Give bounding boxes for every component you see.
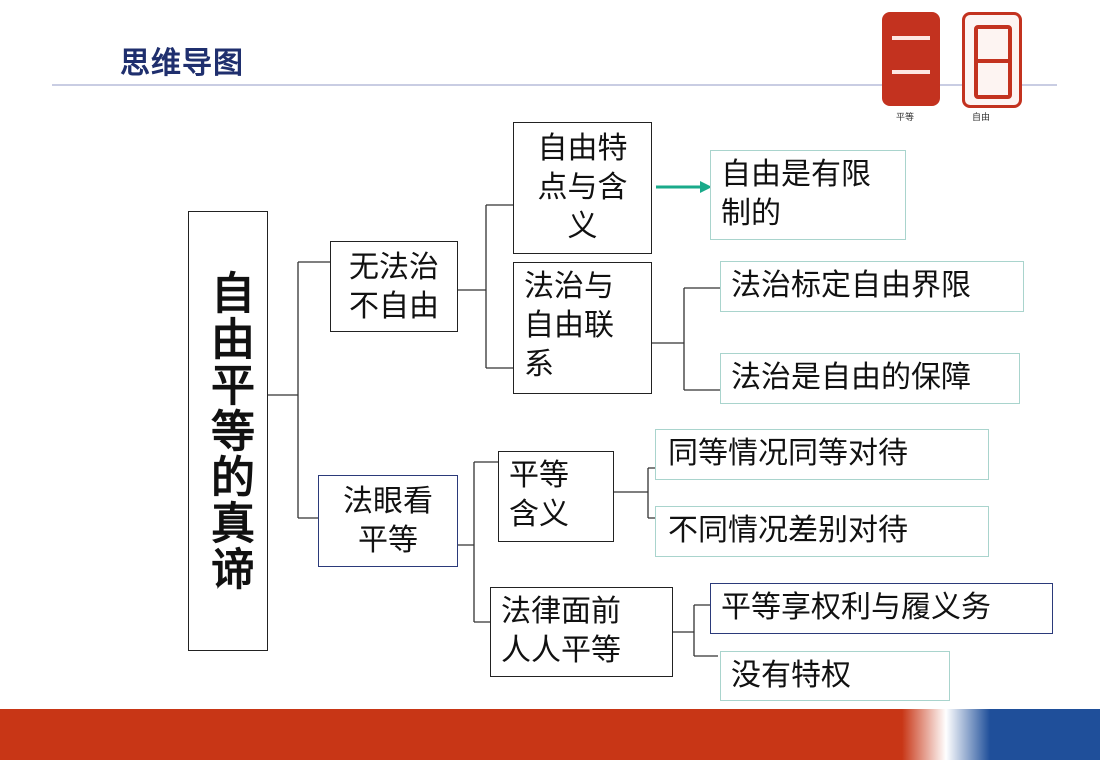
page-title: 思维导图 xyxy=(120,46,244,81)
header-divider xyxy=(52,84,1057,86)
node-equality-meaning: 平等 含义 xyxy=(498,451,614,542)
root-node: 自由平等的真谛 xyxy=(188,211,268,651)
right-arrow-icon xyxy=(656,181,712,193)
leaf-freedom-limited: 自由是有限 制的 xyxy=(710,150,906,240)
leaf-different-case-different-treatment: 不同情况差别对待 xyxy=(655,506,989,557)
branch-no-rule-no-freedom: 无法治 不自由 xyxy=(330,241,458,332)
equal-before-law-connector xyxy=(673,604,718,657)
equality-meaning-connector xyxy=(614,467,666,519)
leaf-law-defines-freedom: 法治标定自由界限 xyxy=(720,261,1024,312)
leaf-no-privilege: 没有特权 xyxy=(720,651,950,701)
root-connector xyxy=(268,261,330,519)
leaf-equal-rights-duties: 平等享权利与履义务 xyxy=(710,583,1053,634)
equality-seal-caption: 平等 xyxy=(896,113,915,123)
leaf-law-guarantees-freedom: 法治是自由的保障 xyxy=(720,353,1020,404)
footer-band xyxy=(0,709,1100,760)
branch2-connector xyxy=(458,461,498,623)
branch1-connector xyxy=(458,204,513,369)
freedom-seal-logo xyxy=(962,12,1022,108)
leaf-same-case-same-treatment: 同等情况同等对待 xyxy=(655,429,989,480)
rule-of-law-connector xyxy=(652,287,720,391)
equality-seal-logo xyxy=(882,12,940,106)
node-freedom-features: 自由特 点与含 义 xyxy=(513,122,652,254)
node-equal-before-law: 法律面前 人人平等 xyxy=(490,587,673,677)
node-rule-of-law-freedom-link: 法治与 自由联 系 xyxy=(513,262,652,394)
branch-equality-in-law: 法眼看 平等 xyxy=(318,475,458,567)
freedom-seal-caption: 自由 xyxy=(972,113,991,123)
